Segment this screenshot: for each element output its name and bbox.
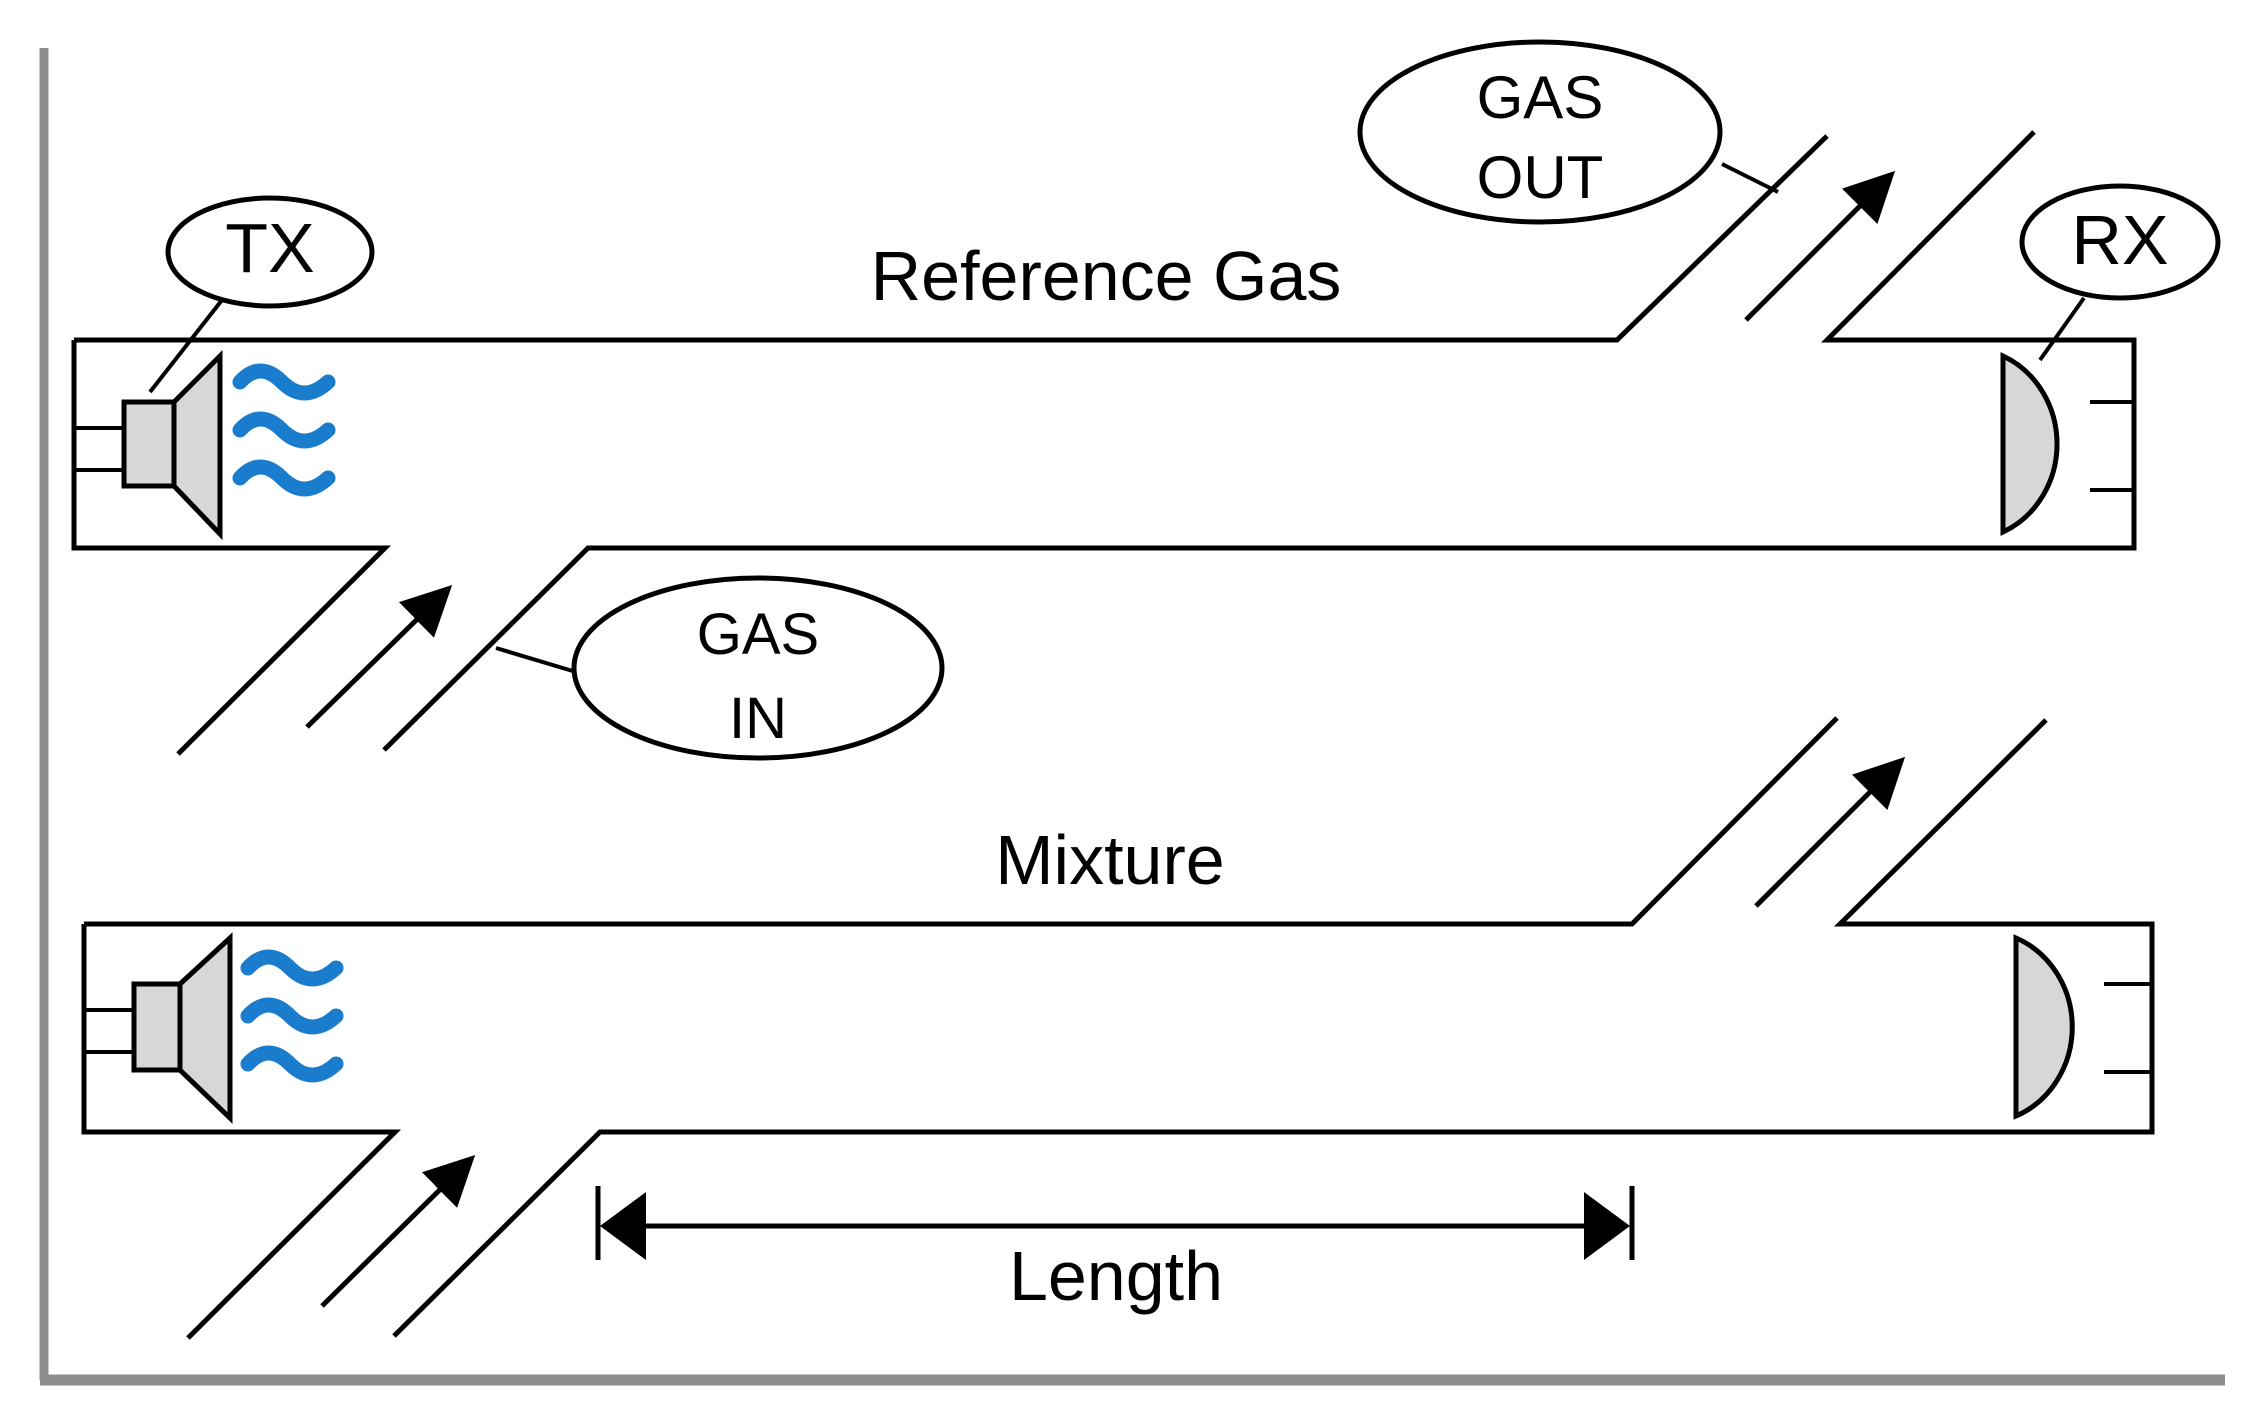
gas-in-arrow — [305, 585, 453, 729]
mixture-tube: Mixture — [81, 716, 2155, 1340]
mixture-tube-top-wall — [84, 716, 1839, 927]
length-label: Length — [1009, 1237, 1223, 1315]
gas-in-callout: GAS IN — [495, 575, 945, 761]
reference-gas-tube: Reference Gas — [71, 130, 2137, 756]
reference-gas-label: Reference Gas — [871, 237, 1342, 315]
gas-in-label-line2: IN — [729, 686, 787, 751]
gas-out-arrow — [1744, 170, 1896, 322]
gas-out-label-line1: GAS — [1477, 64, 1604, 131]
transmitter-speaker-icon — [74, 349, 223, 541]
sound-wave-icon — [232, 363, 336, 497]
mixture-in-arrow — [320, 1154, 476, 1308]
reference-tube-top-wall — [74, 134, 1829, 343]
mixture-tube-top-right-wall — [392, 718, 2155, 1338]
mixture-sound-wave-icon — [240, 949, 344, 1083]
mixture-receiver-dome-icon — [2013, 934, 2152, 1120]
tx-callout: TX — [148, 195, 375, 394]
length-arrow-right-icon — [1584, 1192, 1630, 1260]
mixture-tube-left-end — [81, 924, 402, 1340]
tx-label: TX — [225, 209, 314, 287]
rx-label: RX — [2071, 201, 2168, 279]
reference-tube-top-right-wall — [382, 130, 2137, 752]
mixture-label: Mixture — [995, 821, 1224, 899]
gas-out-label-line2: OUT — [1477, 144, 1604, 211]
mixture-transmitter-speaker-icon — [84, 932, 233, 1124]
gas-out-callout: GAS OUT — [1357, 39, 1779, 225]
gas-in-label-line1: GAS — [697, 602, 820, 667]
reference-tube-left-end — [71, 340, 392, 756]
receiver-dome-icon — [2000, 352, 2134, 536]
length-arrow-left-icon — [600, 1192, 646, 1260]
figure-frame — [39, 48, 2225, 1386]
length-dimension: Length — [595, 1186, 1635, 1315]
rx-callout: RX — [2019, 183, 2221, 362]
mixture-out-arrow — [1754, 756, 1906, 908]
